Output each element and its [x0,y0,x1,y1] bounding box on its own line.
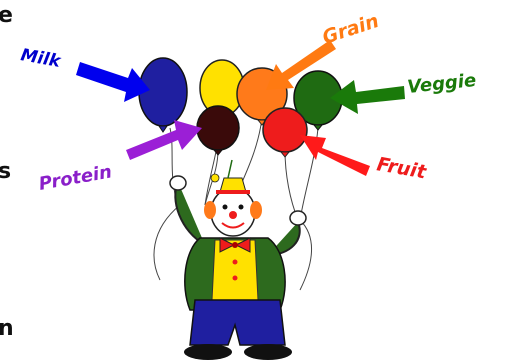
label-milk: Milk [19,45,63,72]
label-protein: Protein [37,161,113,194]
clown-icon [170,160,306,360]
balloon-fruit [263,108,307,157]
edge-fragment-1: e [0,3,13,28]
edge-fragment-3: n [0,316,14,341]
balloon-protein [197,106,239,155]
label-grain: Grain [320,10,382,49]
label-fruit: Fruit [375,153,428,183]
arrow-veggie [330,80,405,114]
edge-fragment-2: s [0,159,11,184]
label-veggie: Veggie [406,70,477,98]
balloon-milk [139,58,187,132]
